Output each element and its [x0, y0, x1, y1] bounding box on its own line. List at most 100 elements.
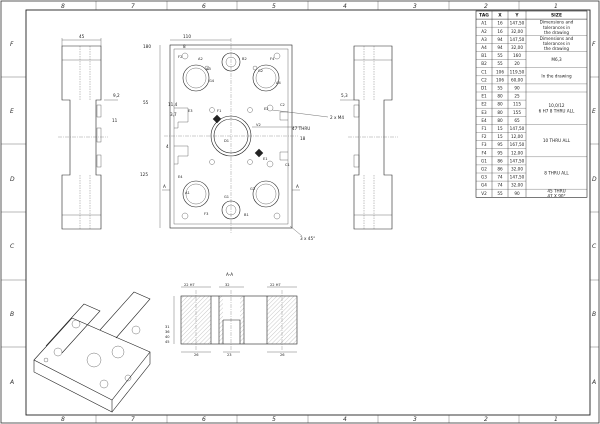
table-cell: 95	[497, 142, 503, 147]
table-cell: 16	[497, 29, 503, 34]
table-cell: 115	[513, 102, 521, 107]
tag-b2: B2	[242, 57, 247, 61]
zone-col-label: 5	[272, 416, 276, 423]
table-cell: 74	[497, 183, 503, 188]
table-cell: 16	[497, 21, 503, 26]
front-view-dim-4: 4	[166, 144, 169, 149]
tag-a2: A2	[198, 57, 203, 61]
zone-col-label: 2	[484, 416, 488, 423]
table-cell: 80	[497, 118, 503, 123]
table-cell: E4	[481, 118, 487, 123]
table-cell: G2	[481, 167, 487, 172]
table-cell: 80	[497, 94, 503, 99]
table-cell: C2	[481, 77, 487, 82]
table-cell: 155	[513, 110, 521, 115]
tag-e4: E4	[178, 175, 183, 179]
table-cell: 32,00	[511, 29, 523, 34]
table-cell: G4	[481, 183, 487, 188]
table-cell: D1	[481, 86, 487, 91]
tag-f3: F3	[204, 212, 208, 216]
front-view: A2 A3 F2 B2 F4 G2 A4 G4 F1 C2 E2 D1 V2 C…	[140, 34, 344, 241]
table-cell: E2	[481, 102, 487, 107]
zone-labels-top: 8 7 6 5 4 3 2 1	[61, 3, 558, 10]
table-cell: 55	[497, 53, 503, 58]
table-cell: 60,00	[511, 77, 523, 82]
table-size-note: tolerances in	[543, 41, 570, 46]
tag-c1: C1	[285, 163, 290, 167]
zone-labels-bottom: 8 7 6 5 4 3 2 1	[61, 416, 558, 423]
table-cell: 65	[514, 118, 520, 123]
section-dim-31: 31	[165, 325, 170, 329]
zone-col-label: 8	[61, 3, 65, 10]
table-cell: 94	[497, 37, 503, 42]
table-cell: C1	[481, 69, 487, 74]
table-cell: 160	[513, 53, 521, 58]
thru-note: 47 THRU	[292, 126, 310, 131]
table-size-note: 45 THRU	[547, 188, 565, 193]
table-cell: 86	[497, 158, 503, 163]
tag-f2: F2	[178, 55, 182, 59]
left-side-view: 45 9,2 11	[58, 34, 120, 230]
zone-col-label: 3	[413, 3, 417, 10]
table-size-note: Dimensions and	[540, 20, 574, 25]
table-size-note: 10 THRU ALL	[543, 138, 571, 143]
section-dim-26-left: 26	[194, 353, 199, 357]
section-view: A-A 22 H7 32 22 H7 26 23 26 31 36 40 45	[165, 272, 298, 357]
zone-row-label: E	[10, 108, 14, 115]
table-cell: 55	[497, 61, 503, 66]
tag-g3: G3	[250, 187, 255, 191]
table-cell: A3	[481, 37, 487, 42]
table-cell: 147,50	[510, 175, 525, 180]
tag-a1: A1	[185, 191, 190, 195]
tag-g2: G2	[258, 69, 263, 73]
tag-f1: F1	[217, 109, 221, 113]
front-view-dim-37: 3,7	[170, 112, 177, 117]
table-cell: 25	[514, 94, 520, 99]
right-view-dim-53: 5,3	[341, 93, 348, 98]
section-dim-22-left: 22 H7	[184, 283, 195, 287]
table-cell: A1	[481, 21, 487, 26]
table-cell: E1	[481, 94, 487, 99]
zone-row-label: A	[591, 379, 596, 386]
zone-col-label: 1	[554, 416, 558, 423]
table-cell: 106	[496, 69, 504, 74]
table-cell: 32,00	[511, 45, 523, 50]
front-view-dim-110: 110	[183, 34, 191, 39]
table-cell: 15	[497, 126, 503, 131]
table-cell: 12,00	[511, 150, 523, 155]
left-view-dim-92: 9,2	[113, 93, 120, 98]
zone-row-label: A	[9, 379, 14, 386]
zone-col-label: 7	[131, 3, 135, 10]
table-cell: 147,50	[510, 158, 525, 163]
table-cell: 167,50	[510, 142, 525, 147]
chamfer-note: 3 x 45°	[300, 236, 315, 241]
section-dim-36: 36	[165, 330, 170, 334]
tag-e2: E2	[264, 107, 269, 111]
table-size-note: Dimensions and	[540, 36, 574, 41]
table-cell: 55	[497, 86, 503, 91]
table-cell: F1	[481, 126, 486, 131]
table-size-note: M6,3	[551, 57, 562, 62]
table-cell: 32,00	[511, 183, 523, 188]
zone-col-label: 3	[413, 416, 417, 423]
zone-row-label: F	[10, 41, 14, 48]
tag-a4: A4	[276, 81, 281, 85]
tag-b1: B1	[244, 213, 249, 217]
table-cell: A2	[481, 29, 487, 34]
table-cell: 15	[497, 134, 503, 139]
zone-col-label: 6	[202, 3, 206, 10]
table-size-note: 8 THRU ALL	[544, 171, 569, 176]
zone-row-label: F	[592, 41, 596, 48]
section-marker-right: A	[296, 184, 299, 189]
zone-col-label: 7	[131, 416, 135, 423]
table-cell: 86	[497, 167, 503, 172]
table-size-note: the drawing	[544, 30, 569, 35]
zone-row-label: C	[592, 243, 597, 250]
zone-col-label: 1	[554, 3, 558, 10]
front-view-dim-180: 180	[143, 44, 151, 49]
table-cell: G1	[481, 158, 487, 163]
table-header-cell: X	[498, 13, 502, 19]
tag-e1: E1	[263, 157, 268, 161]
section-dim-45: 45	[165, 340, 170, 344]
